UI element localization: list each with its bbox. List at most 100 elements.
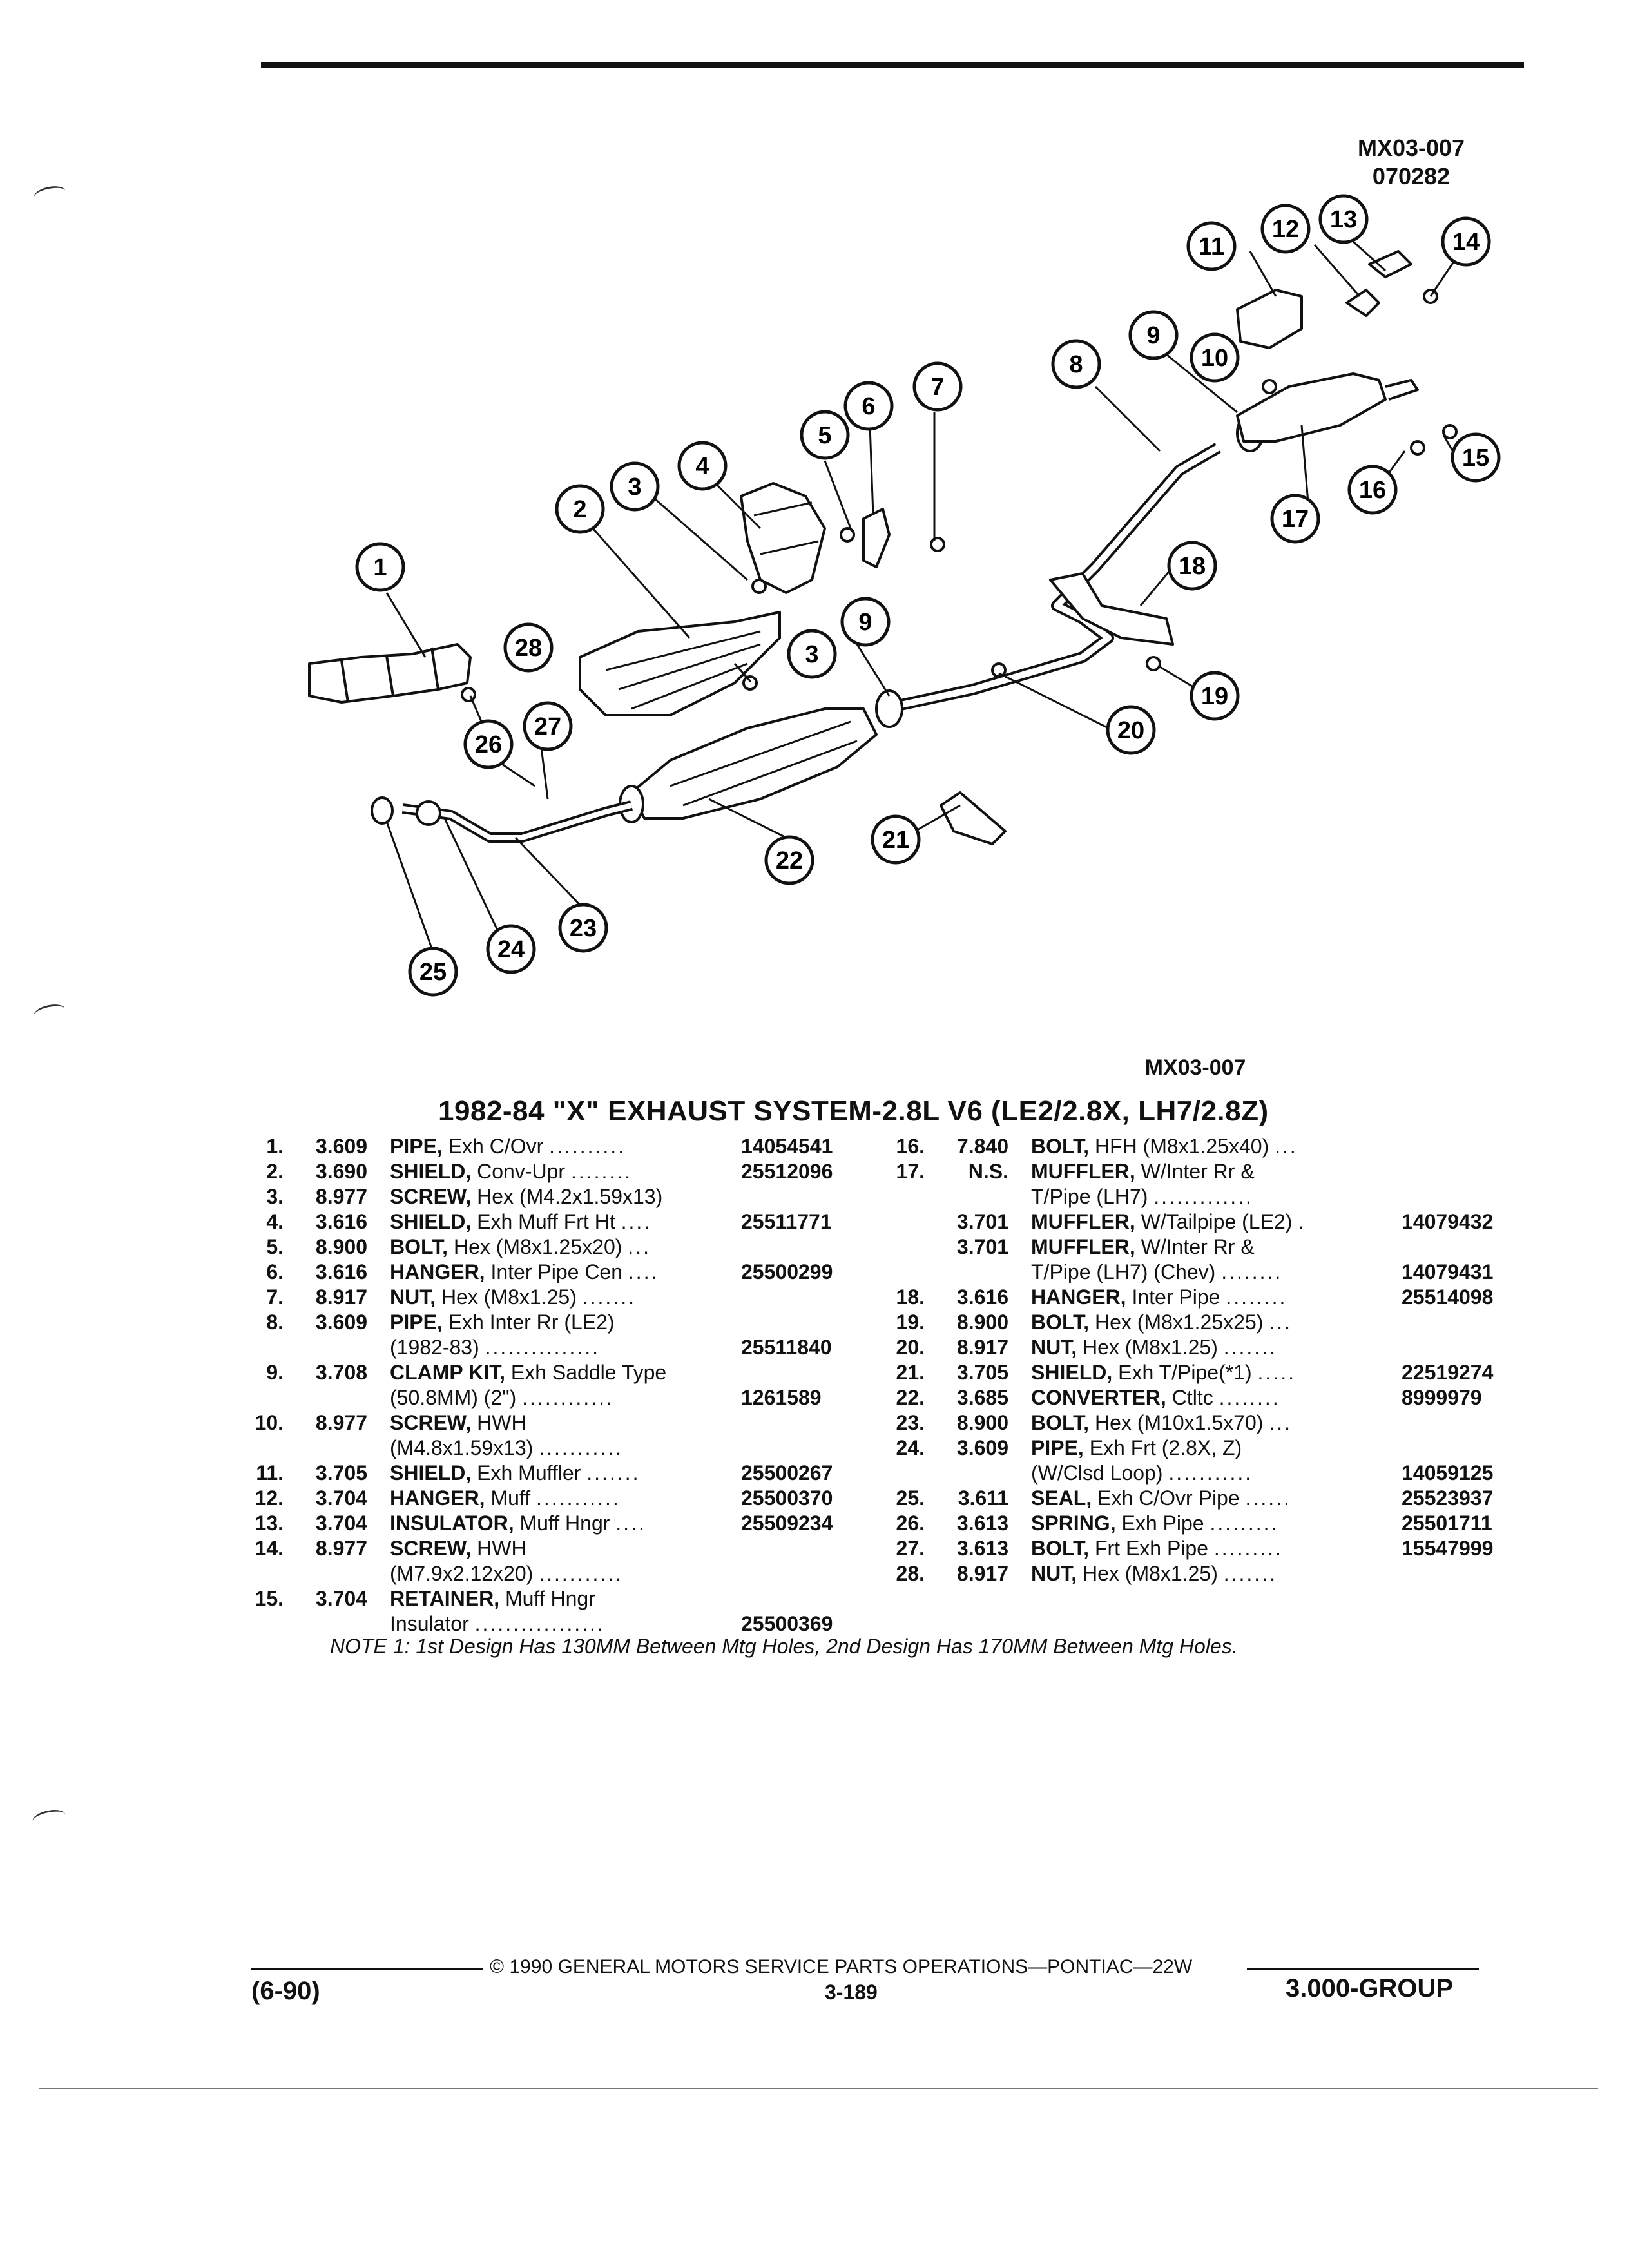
part-detail: Exh Pipe [1115,1512,1210,1535]
part-name: SHIELD, [390,1160,472,1183]
part-description: SHIELD, Exh T/Pipe(*1) ..... [1031,1360,1296,1385]
callout-8: 8 [1051,339,1101,389]
svg-text:16: 16 [1359,477,1386,504]
group-number: 3.705 [956,1361,1008,1384]
part-description: MUFFLER, W/Tailpipe (LE2) . [1031,1209,1306,1235]
part-description: HANGER, Inter Pipe ........ [1031,1285,1287,1310]
scan-mark [32,184,67,205]
part-detail: W/Tailpipe (LE2) [1135,1210,1298,1233]
part-description: BOLT, Frt Exh Pipe ......... [1031,1536,1283,1561]
exhaust-system-diagram: 1 2 3 4 5 6 7 8 9 10 11 12 13 14 15 16 1… [308,194,1501,997]
part-description: BOLT, HFH (M8x1.25x40) ... [1031,1134,1298,1159]
item-number: 14. [255,1537,284,1560]
nut-icon [930,537,945,552]
part-number: 25500267 [741,1461,833,1485]
part-detail: Hex (M10x1.5x70) [1089,1411,1269,1434]
part-name: PIPE, [390,1135,443,1158]
dot-leader: ... [1269,1411,1292,1434]
callout-6: 6 [843,381,894,431]
part-name: BOLT, [1031,1135,1090,1158]
callout-1: 1 [355,542,405,592]
part-name: SCREW, [390,1537,472,1560]
group-number: 3.613 [956,1537,1008,1560]
part-name: MUFFLER, [1031,1235,1135,1258]
part-name: RETAINER, [390,1587,500,1610]
part-name: CONVERTER, [1031,1386,1166,1409]
group-number: 3.616 [956,1285,1008,1309]
svg-text:17: 17 [1282,506,1309,533]
part-detail: Exh T/Pipe(*1) [1112,1361,1258,1384]
exhaust-clamp-front [875,689,903,728]
part-name: NUT, [1031,1336,1077,1359]
item-number: 3. [266,1185,284,1208]
svg-text:21: 21 [882,827,909,854]
svg-text:2: 2 [573,496,586,523]
part-description: MUFFLER, W/Inter Rr & [1031,1235,1255,1260]
part-detail: W/Inter Rr & [1135,1235,1255,1258]
part-name: HANGER, [390,1260,485,1283]
item-number: 12. [255,1486,284,1510]
item-number: 20. [896,1336,925,1359]
callout-9: 9 [1128,310,1179,360]
dot-leader: ..... [1257,1361,1296,1384]
part-description: INSULATOR, Muff Hngr .... [390,1511,646,1536]
dot-leader: ....... [1223,1336,1277,1359]
part-number: 25500369 [741,1612,833,1635]
part-detail: Exh C/Ovr [442,1135,550,1158]
part-number: 25501711 [1402,1512,1492,1535]
catalytic-converter [630,707,878,820]
part-description: BOLT, Hex (M8x1.25x20) ... [390,1235,651,1260]
group-number: 3.613 [956,1512,1008,1535]
group-number: 3.690 [315,1160,367,1183]
item-number: 23. [896,1411,925,1434]
part-row: (W/Clsd Loop) ...........14059125 [886,1461,1524,1486]
item-number: 28. [896,1562,925,1585]
dot-leader: ... [1275,1135,1298,1158]
part-name: NUT, [390,1285,436,1309]
svg-text:28: 28 [515,635,542,662]
svg-text:19: 19 [1201,683,1228,710]
part-name: INSULATOR, [390,1512,514,1535]
callout-10: 10 [1190,332,1240,383]
group-number: 3.701 [956,1210,1008,1233]
part-description: BOLT, Hex (M8x1.25x25) ... [1031,1310,1292,1335]
part-description: CONVERTER, Ctltc ........ [1031,1385,1280,1410]
date-code: (6-90) [251,1977,320,2005]
callout-16: 16 [1347,465,1398,515]
item-number: 25. [896,1486,925,1510]
item-number: 11. [256,1461,284,1485]
part-row: 3.701 MUFFLER, W/Inter Rr & [886,1235,1524,1260]
part-number: 15547999 [1402,1537,1494,1560]
part-description: MUFFLER, W/Inter Rr & [1031,1159,1255,1184]
item-number: 4. [266,1210,284,1233]
group-number: 3.685 [956,1386,1008,1409]
group-number: 3.609 [315,1311,367,1334]
svg-text:13: 13 [1330,206,1357,233]
item-number: 16. [896,1135,925,1158]
bottom-edge-line [39,2088,1598,2089]
group-number: 8.900 [956,1411,1008,1434]
dot-leader: ... [1269,1311,1292,1334]
part-description: (W/Clsd Loop) ........... [1031,1461,1253,1486]
group-number: 8.917 [956,1562,1008,1585]
callout-7: 7 [912,361,963,412]
group-number: 3.705 [315,1461,367,1485]
part-row: T/Pipe (LH7) (Chev) ........14079431 [886,1260,1524,1285]
illustration-code: MX03-007 [1357,135,1465,161]
part-description: NUT, Hex (M8x1.25) ....... [1031,1335,1277,1360]
item-number: 19. [896,1311,925,1334]
part-description: PIPE, Exh Inter Rr (LE2) [390,1310,615,1335]
part-number: 25500370 [741,1486,833,1510]
group-number: 3.701 [956,1235,1008,1258]
part-description: PIPE, Exh C/Ovr .......... [390,1134,626,1159]
dot-leader: .... [628,1260,659,1283]
part-detail: Exh Frt (2.8X, Z) [1083,1436,1242,1459]
part-detail: (50.8MM) (2") [390,1386,523,1409]
group-label: 3.000-GROUP [1286,1974,1454,2003]
part-name: MUFFLER, [1031,1160,1135,1183]
part-detail: Conv-Upr [471,1160,571,1183]
